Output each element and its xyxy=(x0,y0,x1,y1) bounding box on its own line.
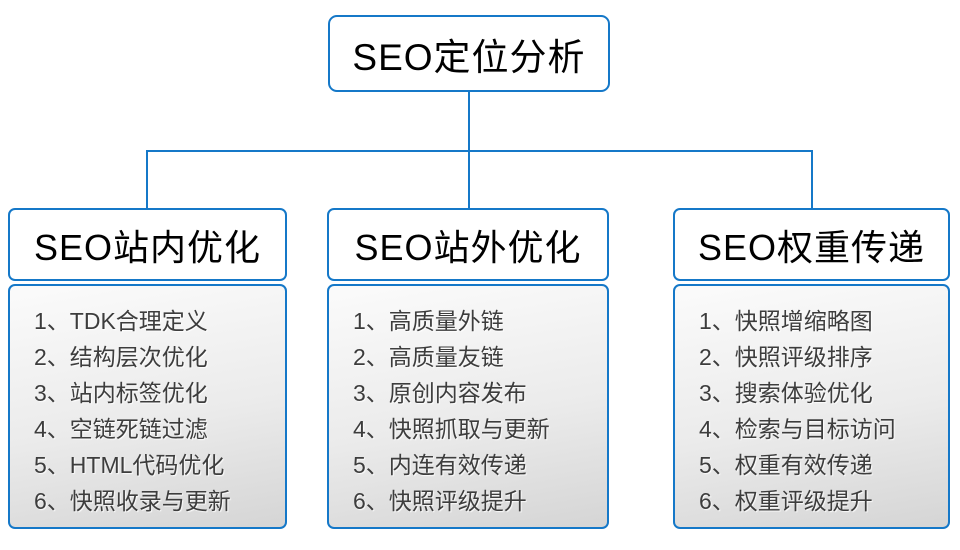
connector-drop-middle xyxy=(468,150,470,208)
list-item: 4、快照抓取与更新 xyxy=(353,416,550,442)
branch-header-weight: SEO权重传递 xyxy=(673,208,950,281)
branch-weight: SEO权重传递 1、快照增缩略图 2、快照评级排序 3、搜索体验优化 4、检索与… xyxy=(673,208,950,529)
branch-offsite: SEO站外优化 1、高质量外链 2、高质量友链 3、原创内容发布 4、快照抓取与… xyxy=(327,208,609,529)
branch-title: SEO权重传递 xyxy=(697,226,926,268)
list-item: 1、TDK合理定义 xyxy=(34,308,208,334)
list-item: 2、快照评级排序 xyxy=(699,344,873,370)
branch-panel-offsite: 1、高质量外链 2、高质量友链 3、原创内容发布 4、快照抓取与更新 5、内连有… xyxy=(327,284,609,529)
list-item: 1、高质量外链 xyxy=(353,308,504,334)
list-item: 3、搜索体验优化 xyxy=(699,380,873,406)
list-item: 1、快照增缩略图 xyxy=(699,308,873,334)
branch-title: SEO站外优化 xyxy=(354,226,582,268)
branch-title: SEO站内优化 xyxy=(33,226,262,268)
root-node: SEO定位分析 xyxy=(328,15,610,92)
list-item: 4、空链死链过滤 xyxy=(34,416,208,442)
root-label: SEO定位分析 xyxy=(352,36,586,78)
connector-root-stem xyxy=(468,92,470,151)
branch-header-onsite: SEO站内优化 xyxy=(8,208,287,281)
branch-panel-onsite: 1、TDK合理定义 2、结构层次优化 3、站内标签优化 4、空链死链过滤 5、H… xyxy=(8,284,287,529)
list-item: 6、快照评级提升 xyxy=(353,488,527,514)
list-item: 3、站内标签优化 xyxy=(34,380,208,406)
list-item: 5、权重有效传递 xyxy=(699,452,873,478)
connector-drop-left xyxy=(146,150,148,208)
list-item: 2、高质量友链 xyxy=(353,344,504,370)
list-item: 2、结构层次优化 xyxy=(34,344,208,370)
connector-bus xyxy=(146,150,813,152)
list-item: 5、内连有效传递 xyxy=(353,452,527,478)
branch-onsite: SEO站内优化 1、TDK合理定义 2、结构层次优化 3、站内标签优化 4、空链… xyxy=(8,208,287,529)
list-item: 4、检索与目标访问 xyxy=(699,416,896,442)
list-item: 5、HTML代码优化 xyxy=(34,452,225,478)
list-item: 6、快照收录与更新 xyxy=(34,488,231,514)
branch-header-offsite: SEO站外优化 xyxy=(327,208,609,281)
branch-panel-weight: 1、快照增缩略图 2、快照评级排序 3、搜索体验优化 4、检索与目标访问 5、权… xyxy=(673,284,950,529)
list-item: 3、原创内容发布 xyxy=(353,380,527,406)
list-item: 6、权重评级提升 xyxy=(699,488,873,514)
connector-drop-right xyxy=(811,150,813,208)
